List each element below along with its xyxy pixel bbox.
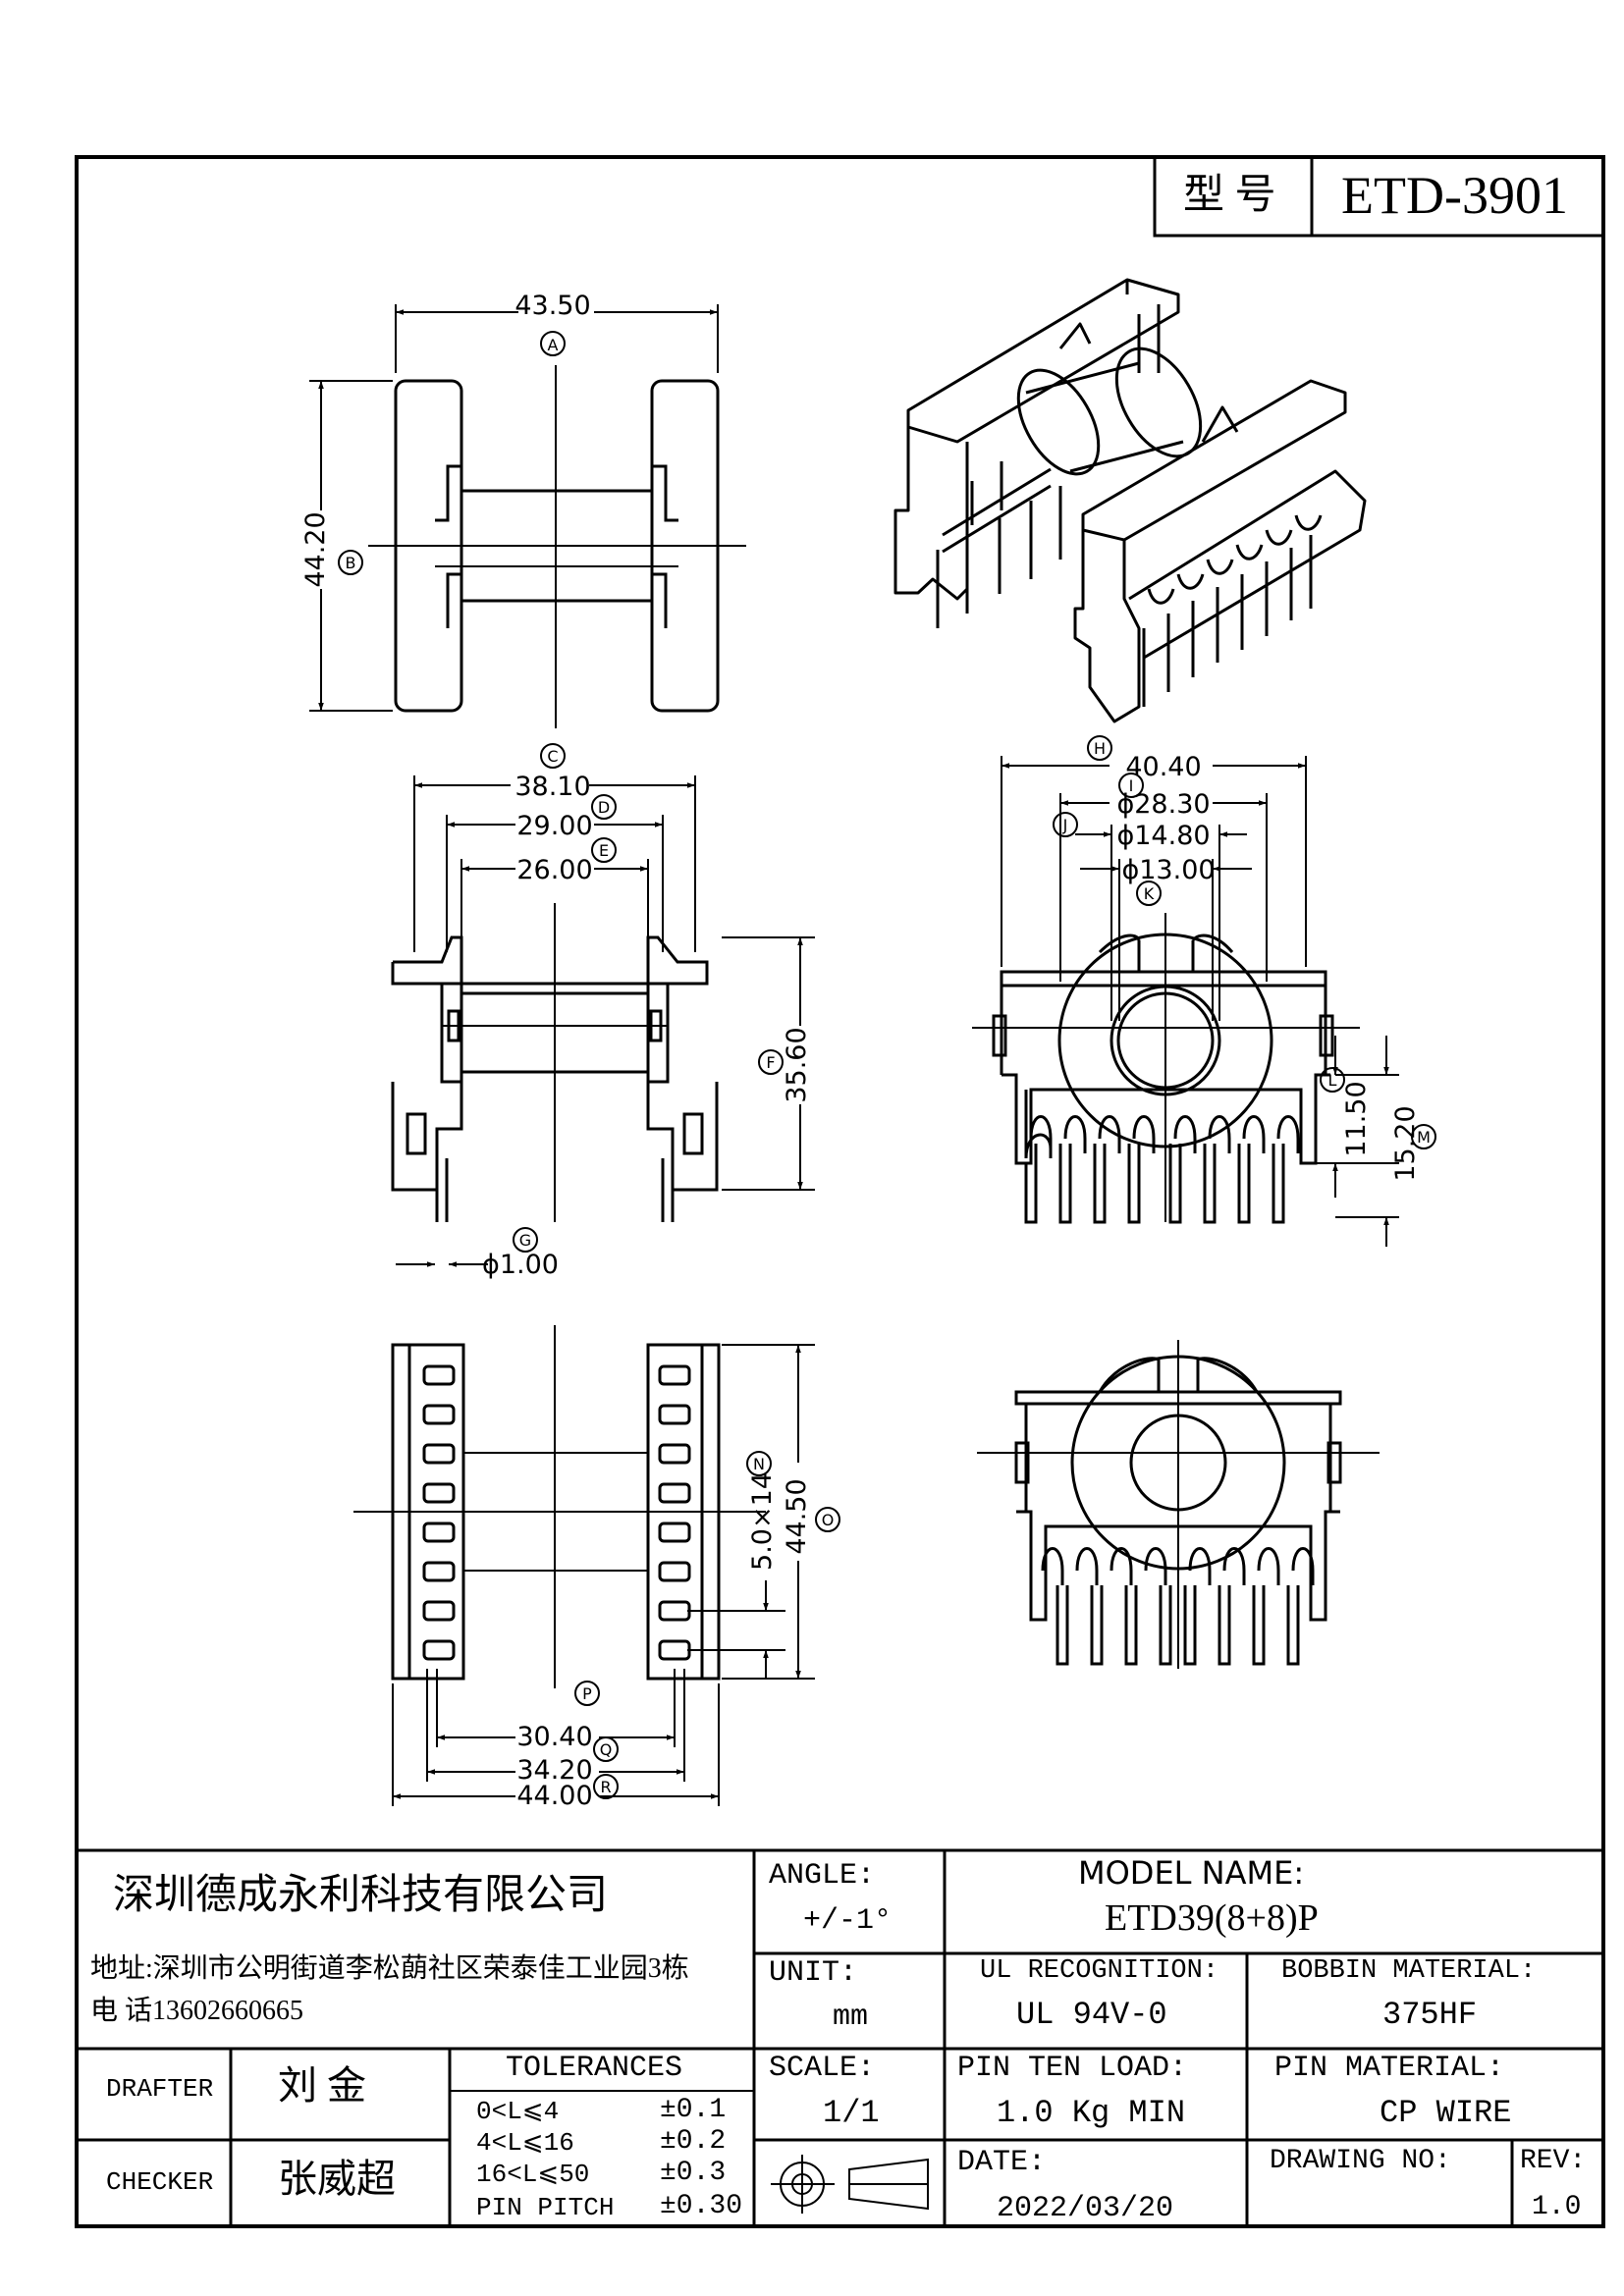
ul-recognition-label: UL RECOGNITION: (980, 1956, 1219, 1986)
checker-name: 张威超 (278, 2157, 396, 2201)
sheet-border (75, 155, 1605, 2228)
ul-recognition-value: UL 94V-0 (1016, 1997, 1167, 2033)
dim-e-value: 26.00 (516, 855, 592, 885)
svg-text:R: R (600, 1778, 611, 1796)
pin-material-label: PIN MATERIAL: (1274, 2052, 1505, 2085)
rev-value: 1.0 (1532, 2192, 1582, 2222)
side-view (391, 743, 815, 1267)
dim-k-value: ϕ13.00 (1121, 855, 1215, 885)
model-box (1153, 155, 1605, 238)
dim-d-value: 29.00 (516, 811, 592, 841)
model-box-label: 型 号 (1183, 173, 1276, 218)
dim-b-tag: B (346, 554, 356, 572)
front-view (972, 735, 1436, 1247)
scale-value: 1/1 (823, 2095, 880, 2131)
dim-m-value: 15.20 (1390, 1105, 1421, 1181)
dim-n-value: 5.0×14 (747, 1472, 778, 1571)
tolerance-value: ±0.1 (660, 2095, 727, 2125)
svg-text:Q: Q (600, 1740, 613, 1759)
svg-text:I: I (1129, 776, 1134, 795)
drafter-label: DRAFTER (106, 2074, 214, 2104)
dim-r-value: 44.00 (516, 1781, 592, 1811)
tolerance-value: ±0.30 (660, 2191, 743, 2221)
dim-q-value: 34.20 (516, 1755, 592, 1786)
svg-text:K: K (1144, 884, 1155, 903)
pin-ten-load-label: PIN TEN LOAD: (957, 2052, 1188, 2085)
rear-view (977, 1340, 1380, 1669)
dim-l-value: 11.50 (1341, 1081, 1372, 1156)
tolerance-value: ±0.2 (660, 2126, 727, 2157)
svg-text:C: C (547, 747, 558, 766)
side-view-tags: C D E F G (519, 747, 776, 1250)
pin-material-value: CP WIRE (1380, 2095, 1512, 2131)
bottom-view-tags: P Q R N O (582, 1455, 834, 1796)
unit-label: UNIT: (769, 1956, 858, 1990)
dim-f-value: 35.60 (782, 1027, 812, 1102)
dim-b-value: 44.20 (300, 511, 331, 587)
svg-text:E: E (599, 841, 609, 860)
dim-h-value: 40.40 (1125, 752, 1201, 782)
scale-label: SCALE: (769, 2052, 876, 2085)
drawing-no-label: DRAWING NO: (1270, 2146, 1451, 2176)
svg-text:D: D (598, 798, 610, 817)
dim-c-value: 38.10 (514, 772, 590, 802)
dim-p-value: 30.40 (516, 1722, 592, 1752)
company-address: 地址:深圳市公明街道李松蓢社区荣泰佳工业园3栋 (90, 1953, 689, 1984)
front-view-tags: H I J K L M (1062, 739, 1431, 1147)
dim-o-value: 44.50 (782, 1478, 812, 1554)
svg-text:L: L (1328, 1071, 1337, 1090)
tolerances-label: TOLERANCES (506, 2052, 683, 2085)
model-name-value: ETD39(8+8)P (1105, 1897, 1319, 1939)
tolerance-range: 4<L⩽16 (476, 2128, 574, 2158)
unit-value: mm (833, 2001, 869, 2034)
angle-value: +/-1° (803, 1904, 893, 1938)
rev-label: REV: (1520, 2146, 1587, 2176)
dim-i-value: ϕ28.30 (1116, 789, 1210, 820)
company-phone: 电 话13602660665 (90, 1996, 304, 2026)
bobbin-material-value: 375HF (1382, 1997, 1478, 2033)
date-value: 2022/03/20 (997, 2192, 1174, 2225)
pin-ten-load-value: 1.0 Kg MIN (997, 2095, 1186, 2131)
svg-text:J: J (1062, 816, 1068, 834)
svg-text:H: H (1094, 739, 1106, 758)
tolerance-range: 0<L⩽4 (476, 2097, 560, 2126)
dim-g-value: ϕ1.00 (482, 1250, 559, 1280)
company-name: 深圳德成永利科技有限公司 (113, 1873, 609, 1918)
svg-text:O: O (822, 1511, 835, 1529)
tolerance-value: ±0.3 (660, 2158, 727, 2188)
svg-text:F: F (766, 1053, 775, 1072)
isometric-view (893, 278, 1367, 723)
checker-label: CHECKER (106, 2167, 214, 2197)
top-view (309, 304, 746, 728)
svg-text:N: N (753, 1455, 765, 1473)
dim-j-value: ϕ14.80 (1116, 821, 1210, 851)
dim-a-value: 43.50 (514, 291, 590, 321)
title-block (77, 1848, 1603, 2226)
bottom-view (353, 1325, 840, 1806)
tolerance-range: 16<L⩽50 (476, 2160, 590, 2189)
bobbin-material-label: BOBBIN MATERIAL: (1281, 1956, 1537, 1986)
model-box-value: ETD-3901 (1341, 166, 1568, 225)
dim-a-tag: A (548, 336, 559, 354)
drafter-name: 刘 金 (278, 2063, 366, 2108)
svg-text:G: G (519, 1231, 531, 1250)
model-name-label: MODEL NAME: (1078, 1854, 1305, 1892)
angle-label: ANGLE: (769, 1859, 876, 1893)
date-label: DATE: (957, 2146, 1047, 2179)
svg-text:M: M (1417, 1128, 1431, 1147)
tolerance-range: PIN PITCH (476, 2193, 615, 2222)
svg-text:P: P (582, 1684, 592, 1703)
